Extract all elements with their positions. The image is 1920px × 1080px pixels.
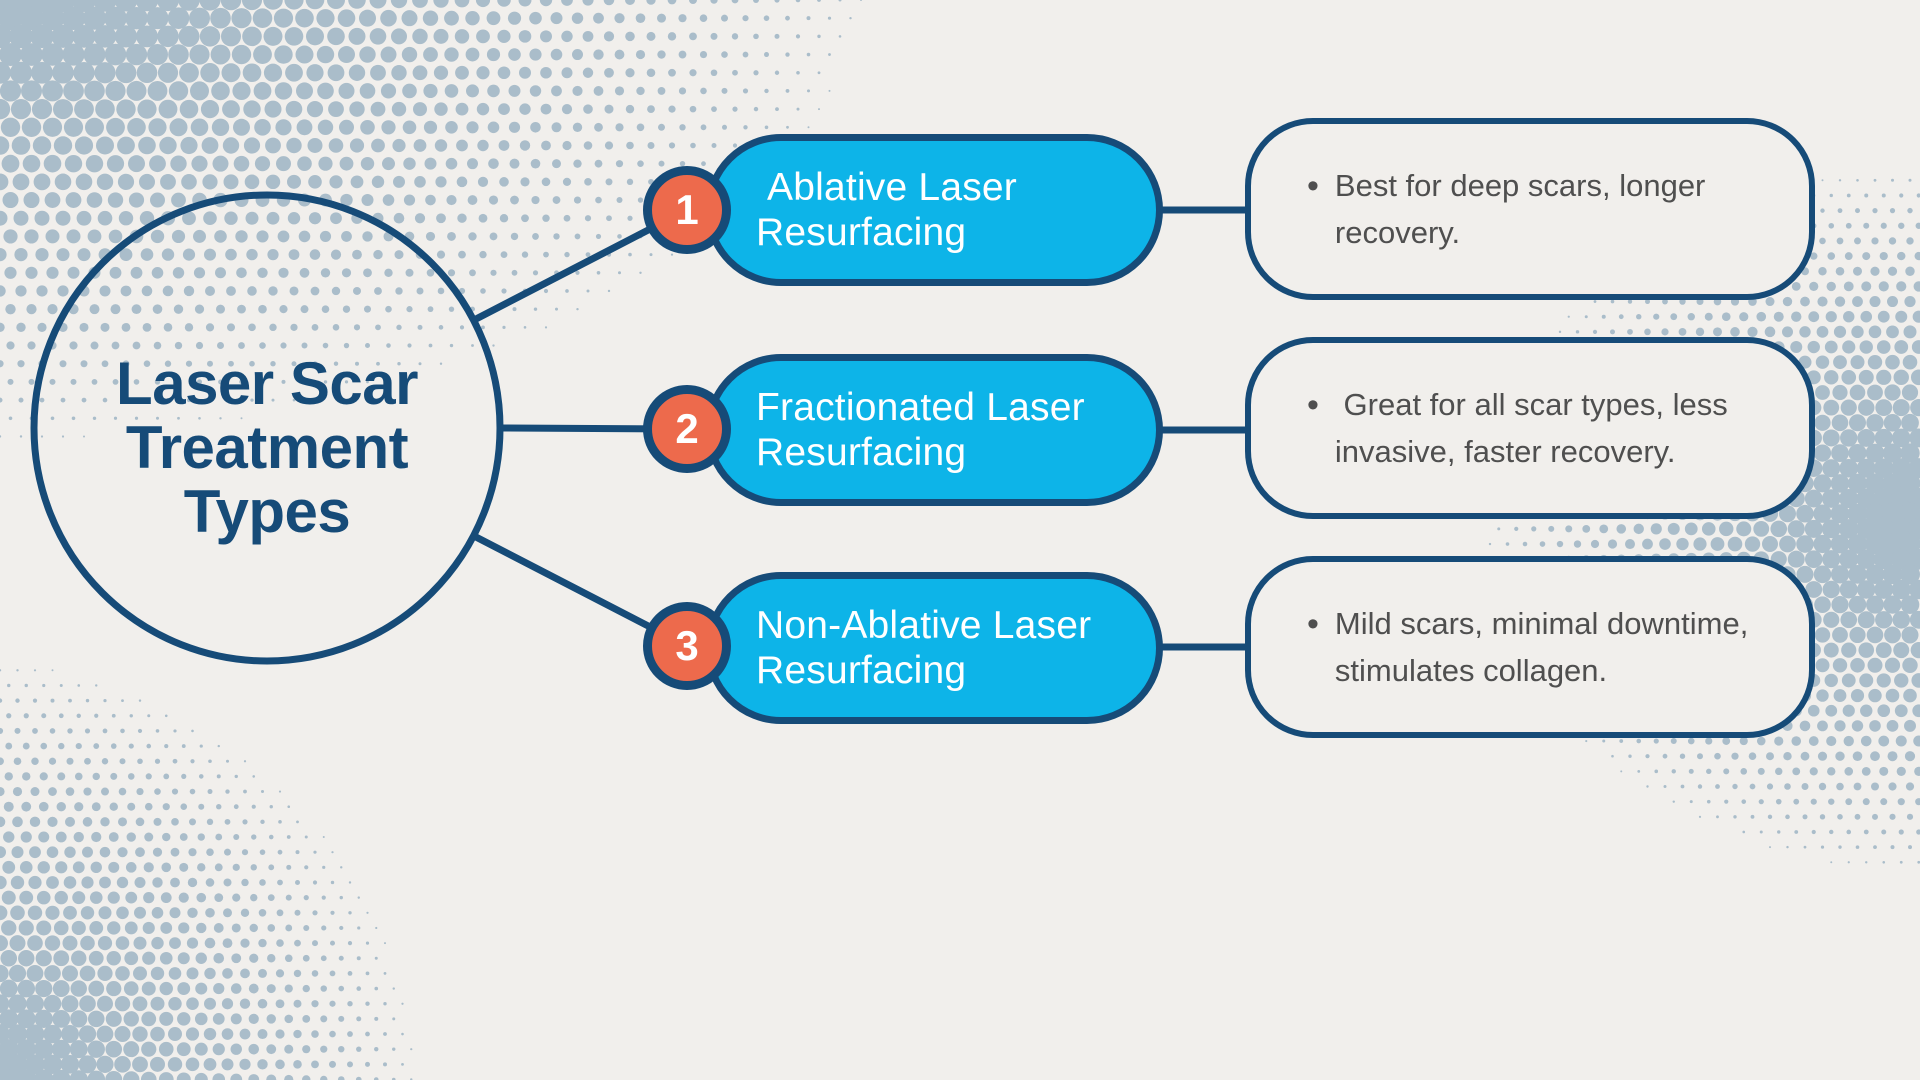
bullet-icon: • (1307, 167, 1319, 205)
halftone-pattern-bottom-left (0, 669, 413, 1080)
description-3-line1: Mild scars, minimal downtime, (1334, 606, 1749, 641)
description-1-line2: recovery. (1334, 215, 1461, 250)
page-title: Laser Scar Treatment Types (116, 350, 418, 545)
bullet-icon: • (1307, 605, 1319, 643)
treatment-pill-3: Non-Ablative Laser Resurfacing (705, 572, 1163, 724)
pill-3-line1: Non-Ablative Laser (756, 604, 1092, 647)
step-number-1: 1 (675, 186, 699, 233)
description-text-2: Great for all scar types, less invasive,… (1335, 381, 1728, 475)
description-box-2: • Great for all scar types, less invasiv… (1245, 337, 1815, 519)
halftone-pattern-top-left (0, 0, 862, 438)
step-number-2: 2 (675, 405, 699, 452)
bullet-icon: • (1307, 386, 1319, 424)
description-text-3: Mild scars, minimal downtime, stimulates… (1335, 600, 1748, 694)
pill-2-line1: Fractionated Laser (756, 386, 1085, 429)
description-2-line1: Great for all scar types, less (1334, 387, 1728, 422)
description-box-1: • Best for deep scars, longer recovery. (1245, 118, 1815, 300)
description-text-1: Best for deep scars, longer recovery. (1335, 162, 1705, 256)
description-box-3: • Mild scars, minimal downtime, stimulat… (1245, 556, 1815, 738)
treatment-pill-1: Ablative Laser Resurfacing (705, 134, 1163, 286)
pill-3-line2: Resurfacing (756, 649, 967, 692)
step-badge-1: 1 (643, 166, 731, 254)
pill-1-line2: Resurfacing (756, 211, 967, 254)
description-1-line1: Best for deep scars, longer (1334, 168, 1706, 203)
description-3-line2: stimulates collagen. (1334, 653, 1608, 688)
description-2-line2: invasive, faster recovery. (1334, 434, 1676, 469)
step-badge-2: 2 (643, 385, 731, 473)
pill-2-line2: Resurfacing (756, 431, 967, 474)
pill-1-line1: Ablative Laser (756, 166, 1017, 209)
step-number-3: 3 (675, 622, 699, 669)
step-badge-3: 3 (643, 602, 731, 690)
treatment-pill-2: Fractionated Laser Resurfacing (705, 354, 1163, 506)
